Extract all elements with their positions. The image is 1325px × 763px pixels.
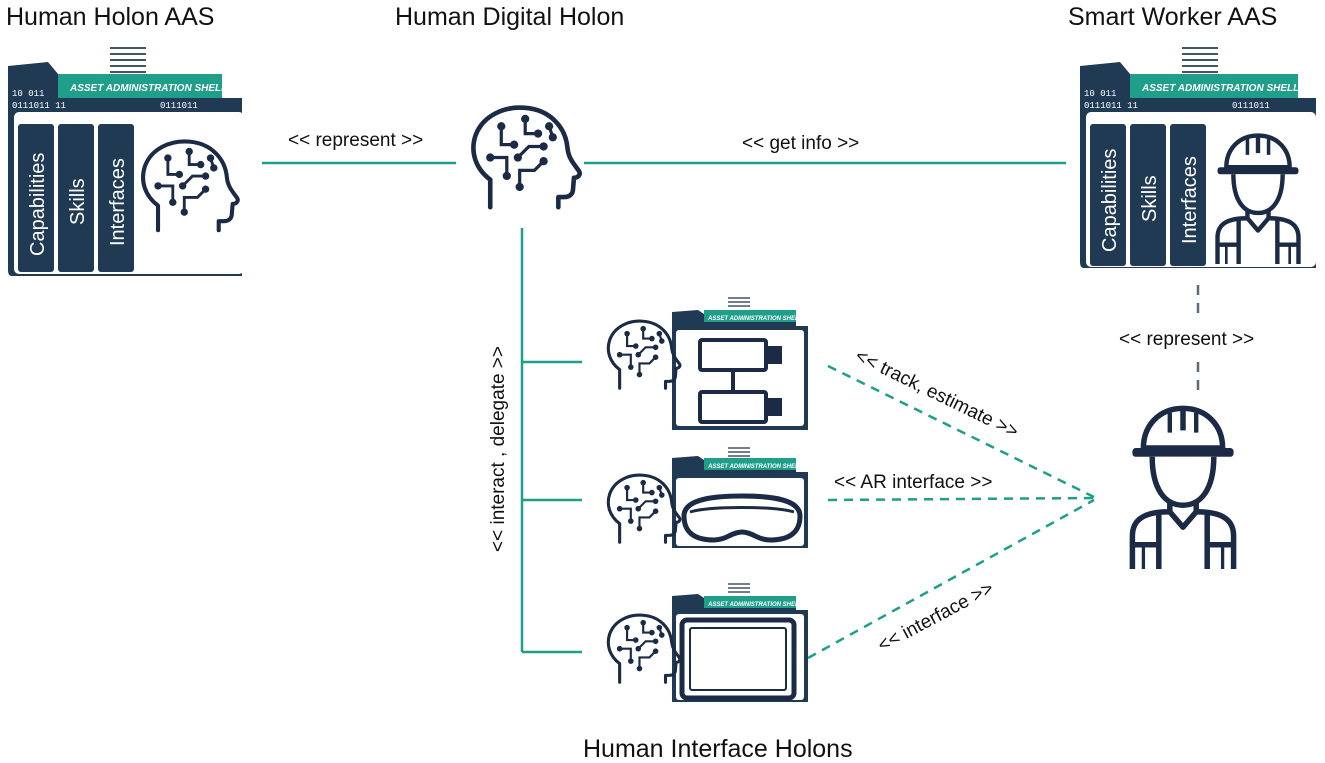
human-digital-holon-node (473, 108, 579, 208)
tab-interfaces: Interfaces (1179, 156, 1201, 244)
binary-text: 10 011 (1084, 89, 1116, 99)
hamburger-icon (728, 583, 750, 593)
human-worker (1132, 408, 1233, 569)
tab-interfaces: Interfaces (107, 158, 129, 246)
tablet-icon (679, 617, 797, 701)
aas-shell-left: ASSET ADMINISTRATION SHELL 10 011 011101… (8, 47, 244, 276)
aas-banner-text: ASSET ADMINISTRATION SHELL (707, 464, 803, 470)
ar-interface-connector (827, 496, 1095, 502)
interface-holon-tracking: ASSET ADMINISTRATION SHELL (606, 297, 808, 430)
tab-skills: Skills (1139, 175, 1161, 222)
tab-capabilities: Capabilities (27, 153, 49, 256)
label-represent-right: << represent >> (1119, 329, 1254, 350)
binary-text: 0111011 11 (12, 101, 66, 111)
label-interface: << interface >> (874, 578, 997, 657)
aas-banner-text: ASSET ADMINISTRATION SHELL (707, 602, 803, 608)
interface-connector (807, 498, 1095, 660)
title-human-interface-holons: Human Interface Holons (583, 735, 853, 763)
hamburger-icon (728, 447, 750, 457)
interface-holon-ar: ASSET ADMINISTRATION SHELL (606, 447, 808, 548)
label-track-estimate: << track, estimate >> (852, 346, 1022, 443)
brain-head-icon (606, 473, 682, 544)
aas-banner-text: ASSET ADMINISTRATION SHELL (1141, 83, 1299, 94)
hamburger-icon (110, 47, 146, 73)
title-human-holon-aas: Human Holon AAS (6, 3, 214, 31)
aas-banner-text: ASSET ADMINISTRATION SHELL (707, 316, 803, 322)
title-human-digital-holon: Human Digital Holon (395, 3, 624, 31)
sensor-device-icon (698, 338, 782, 424)
binary-text: 0111011 11 (1084, 101, 1138, 111)
ar-goggles-icon (681, 493, 803, 543)
label-ar-interface: << AR interface >> (834, 472, 992, 493)
brain-head-icon (606, 613, 682, 684)
hamburger-icon (728, 297, 750, 307)
aas-banner-text: ASSET ADMINISTRATION SHELL (69, 83, 227, 94)
hamburger-icon (1182, 47, 1218, 73)
label-represent-left: << represent >> (288, 130, 423, 151)
interface-holon-tablet: ASSET ADMINISTRATION SHELL (606, 583, 808, 702)
binary-text: 0111011 (1232, 101, 1270, 111)
aas-shell-right: ASSET ADMINISTRATION SHELL 10 011 011101… (1080, 47, 1316, 268)
tab-capabilities: Capabilities (1099, 149, 1121, 252)
worker-icon (1132, 408, 1233, 569)
title-smart-worker-aas: Smart Worker AAS (1068, 3, 1277, 31)
label-get-info: << get info >> (742, 133, 859, 154)
track-estimate-connector (827, 364, 1095, 499)
label-interact-delegate: << interact , delegate >> (488, 346, 509, 552)
brain-head-icon (473, 108, 579, 208)
brain-head-icon (606, 319, 682, 390)
binary-text: 10 011 (12, 89, 44, 99)
binary-text: 0111011 (160, 101, 198, 111)
tab-skills: Skills (67, 178, 89, 225)
